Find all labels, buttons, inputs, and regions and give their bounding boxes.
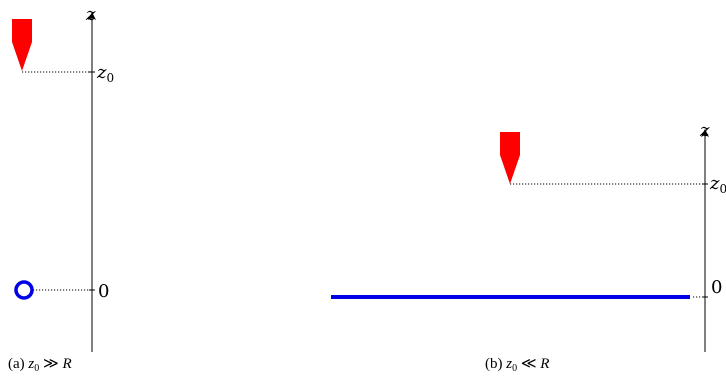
panel-a: z z0 0 (a) z0 ≫ R [8, 4, 114, 374]
panel-a-z0-label: z0 [96, 62, 114, 85]
panel-b-probe-tip [500, 132, 520, 184]
panel-b-axis-label: z [699, 120, 710, 141]
panel-a-axis-label: z [85, 4, 96, 25]
panel-b-caption: (b) z0 ≪ R [485, 356, 549, 374]
panel-a-probe-tip [12, 19, 32, 71]
panel-a-origin-label: 0 [98, 281, 109, 302]
panel-b-origin-label: 0 [711, 277, 722, 298]
panel-a-caption: (a) z0 ≫ R [8, 356, 72, 374]
panel-b: z z0 0 (b) z0 ≪ R [331, 120, 726, 374]
panel-a-object-circle [14, 280, 34, 300]
panel-b-z0-label: z0 [709, 173, 726, 196]
